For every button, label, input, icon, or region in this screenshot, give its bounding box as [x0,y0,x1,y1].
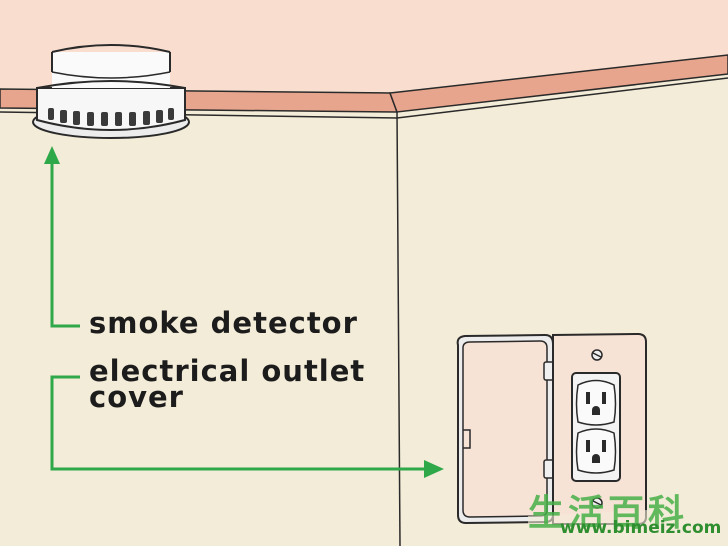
outlet-cover-label-line1: electrical outlet [89,354,366,388]
watermark-chinese: 生活百科 [528,493,689,534]
smoke-detector-icon [32,44,190,139]
outlet-cover-label: electrical outlet cover [89,354,366,414]
outlet-cover-arrow [50,375,444,478]
wall-corner [396,111,401,546]
smoke-detector-arrow [44,146,80,328]
outlet-cover-door-icon [456,333,555,525]
left-wall [0,112,397,546]
outlet-cover-label-line2: cover [89,380,184,414]
crown-molding-right [388,54,728,113]
smoke-detector-label: smoke detector [89,306,358,340]
electrical-outlet-icon [552,332,647,525]
ceiling [0,0,728,92]
watermark-url: www.bimeiz.com [560,518,722,538]
